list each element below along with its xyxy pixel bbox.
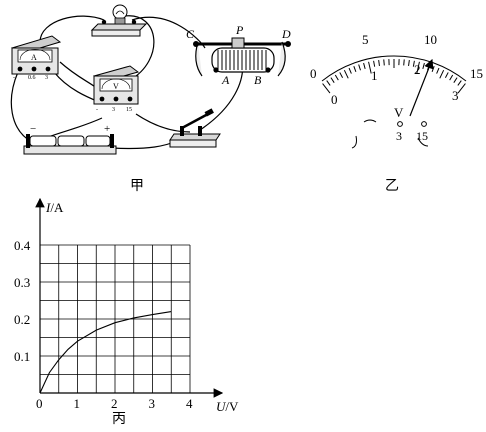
- ammeter-symbol: A: [31, 53, 37, 62]
- battery-plus-label: +: [104, 123, 110, 135]
- dial-tick: [450, 75, 453, 80]
- dial-tick: [437, 68, 439, 74]
- y-tick-labels: 0.1 0.2 0.3 0.4: [14, 238, 31, 364]
- battery-minus-label: −: [30, 123, 36, 135]
- ammeter-terminal-minus: -: [13, 75, 15, 81]
- voltmeter-symbol: V: [113, 82, 119, 91]
- rheostat-label-a: A: [221, 73, 230, 87]
- dial-terminal-3: 3: [396, 129, 402, 143]
- rheostat-label-c: C: [186, 27, 195, 41]
- lamp: [92, 5, 146, 36]
- circuit-figure: A - 0.6 3 V -: [11, 5, 291, 194]
- dial-inner-label-0: 0: [331, 92, 338, 107]
- dial-tick: [454, 78, 457, 83]
- dial-tick: [364, 63, 366, 69]
- x-tick-labels: 0 1 2 3 4: [36, 396, 193, 411]
- dial-terminal-minus: −: [368, 115, 374, 127]
- voltmeter: V - 3 15: [94, 66, 138, 113]
- x-tick-label: 3: [149, 396, 156, 411]
- dial-tick: [409, 60, 410, 66]
- dial-outer-label-0: 0: [310, 66, 317, 81]
- x-tick-label: 0: [36, 396, 43, 411]
- y-axis-unit: /A: [50, 200, 64, 215]
- ammeter: A - 0.6 3: [12, 36, 60, 81]
- dial-tick: [440, 70, 444, 78]
- dial-tick: [323, 84, 330, 93]
- dial-tick: [354, 66, 356, 72]
- voltmeter-dial-figure: 0 5 10 15 0 1 2 3 V − 3 15 乙: [310, 32, 483, 194]
- rheostat: C P D A B: [186, 23, 291, 87]
- dial-tick: [349, 68, 351, 74]
- dial-outer-label-5: 5: [362, 32, 369, 47]
- ammeter-terminal-3: 3: [45, 75, 48, 81]
- rheostat-label-d: D: [281, 27, 291, 41]
- dial-tick: [423, 63, 425, 69]
- dial-tick: [458, 84, 465, 93]
- rheostat-label-b: B: [254, 73, 262, 87]
- y-axis-label: I/A: [45, 200, 64, 215]
- x-axis-unit: /V: [225, 399, 239, 414]
- dial-tick: [379, 60, 380, 66]
- dial-inner-label-3: 3: [452, 88, 459, 103]
- switch: [170, 108, 220, 147]
- dial-tick: [359, 65, 361, 71]
- dial-tick: [445, 72, 448, 77]
- y-tick-label: 0.4: [14, 238, 31, 253]
- dial-tick: [432, 66, 434, 72]
- x-axis-label: U/V: [216, 399, 239, 414]
- battery-pack: − +: [24, 123, 116, 154]
- ammeter-terminal-06: 0.6: [28, 75, 36, 81]
- iu-chart: 0 1 2 3 4 0.1 0.2 0.3 0.4 I/A U/V 丙: [14, 199, 239, 427]
- dial-ticks: [323, 59, 466, 93]
- dial-tick: [384, 59, 385, 65]
- dial-terminal-15: 15: [416, 129, 428, 143]
- dial-tick: [327, 81, 330, 86]
- rheostat-label-p: P: [235, 23, 244, 37]
- dial-tick: [374, 61, 375, 67]
- figure-yi-caption: 乙: [385, 178, 399, 194]
- dial-outer-label-15: 15: [470, 66, 483, 81]
- dial-tick: [344, 70, 348, 78]
- x-tick-label: 2: [111, 396, 118, 411]
- dial-tick: [458, 81, 461, 86]
- dial-tick: [331, 78, 334, 83]
- dial-outer-label-10: 10: [424, 32, 437, 47]
- figure-jia-caption: 甲: [130, 179, 144, 194]
- dial-tick: [340, 72, 343, 77]
- chart-grid: [40, 245, 190, 393]
- voltmeter-terminal-minus: -: [96, 107, 98, 113]
- dial-inner-label-1: 1: [371, 68, 378, 83]
- y-tick-label: 0.3: [14, 275, 30, 290]
- iu-curve: [40, 312, 171, 393]
- dial-inner-label-2: 2: [414, 62, 421, 77]
- figure-bing-caption: 丙: [112, 412, 126, 427]
- y-tick-label: 0.1: [14, 349, 30, 364]
- x-tick-label: 4: [186, 396, 193, 411]
- dial-tick: [335, 75, 338, 80]
- dial-tick: [404, 59, 405, 65]
- x-tick-label: 1: [74, 396, 81, 411]
- y-tick-label: 0.2: [14, 312, 30, 327]
- dial-unit: V: [394, 105, 404, 120]
- voltmeter-terminal-15: 15: [126, 107, 132, 113]
- dial-terminals: − 3 15: [352, 115, 428, 148]
- voltmeter-terminal-3: 3: [112, 107, 115, 113]
